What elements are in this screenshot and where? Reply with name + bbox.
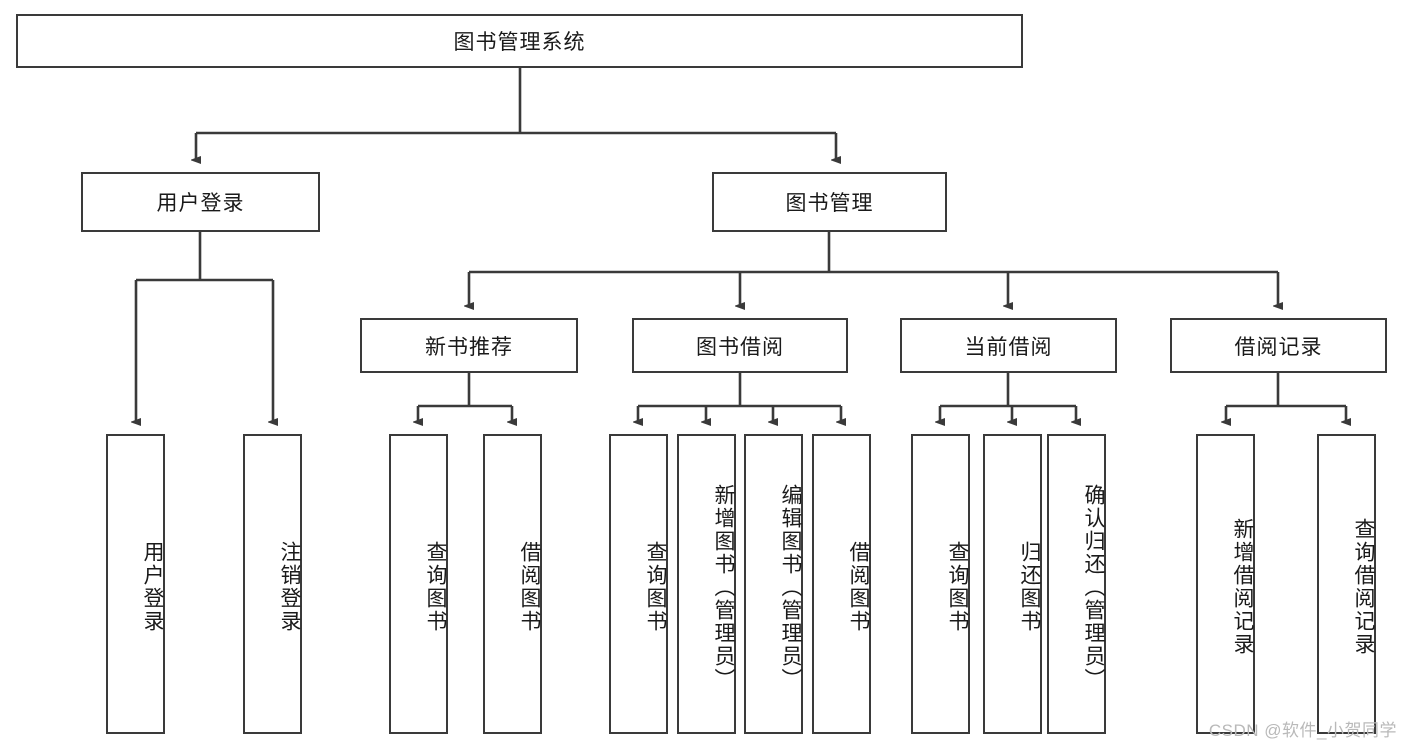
node-add-book-admin-label: 新增图书（管理员）: [712, 483, 735, 691]
node-current-borrow[interactable]: 当前借阅: [900, 318, 1117, 373]
node-borrow-book-2[interactable]: 借阅图书: [812, 434, 871, 734]
node-new-book-recommend-label: 新书推荐: [425, 335, 513, 359]
node-query-book-1-label: 查询图书: [424, 541, 447, 633]
node-add-borrow-record-label: 新增借阅记录: [1231, 518, 1254, 656]
node-query-book-2[interactable]: 查询图书: [609, 434, 668, 734]
node-book-management-label: 图书管理: [785, 192, 874, 215]
node-confirm-return-admin[interactable]: 确认归还（管理员）: [1047, 434, 1106, 734]
node-user-logout[interactable]: 注销登录: [243, 434, 302, 734]
node-user-login-do-label: 用户登录: [141, 541, 164, 633]
node-add-book-admin[interactable]: 新增图书（管理员）: [677, 434, 736, 734]
node-current-borrow-label: 当前借阅: [964, 335, 1053, 359]
node-root[interactable]: 图书管理系统: [16, 14, 1023, 68]
node-query-book-2-label: 查询图书: [644, 541, 667, 633]
node-user-login[interactable]: 用户登录: [81, 172, 320, 232]
node-user-login-do[interactable]: 用户登录: [106, 434, 165, 734]
node-query-book-1[interactable]: 查询图书: [389, 434, 448, 734]
watermark-text: CSDN @软件_小贺同学: [1208, 721, 1397, 740]
node-borrow-record-label: 借阅记录: [1234, 335, 1323, 359]
node-new-book-recommend[interactable]: 新书推荐: [360, 318, 578, 373]
node-book-borrow-label: 图书借阅: [696, 335, 784, 359]
node-book-borrow[interactable]: 图书借阅: [632, 318, 848, 373]
node-edit-book-admin[interactable]: 编辑图书（管理员）: [744, 434, 803, 734]
node-user-login-label: 用户登录: [156, 192, 245, 215]
node-borrow-book-1-label: 借阅图书: [518, 541, 541, 633]
node-add-borrow-record[interactable]: 新增借阅记录: [1196, 434, 1255, 734]
node-return-book[interactable]: 归还图书: [983, 434, 1042, 734]
node-query-borrow-record[interactable]: 查询借阅记录: [1317, 434, 1376, 734]
node-borrow-record[interactable]: 借阅记录: [1170, 318, 1387, 373]
node-root-label: 图书管理系统: [453, 31, 586, 54]
node-query-book-3[interactable]: 查询图书: [911, 434, 970, 734]
node-query-book-3-label: 查询图书: [946, 541, 969, 633]
node-confirm-return-admin-label: 确认归还（管理员）: [1082, 483, 1105, 691]
node-edit-book-admin-label: 编辑图书（管理员）: [779, 483, 802, 691]
node-return-book-label: 归还图书: [1018, 541, 1041, 633]
node-book-management[interactable]: 图书管理: [712, 172, 947, 232]
node-user-logout-label: 注销登录: [278, 541, 301, 633]
node-query-borrow-record-label: 查询借阅记录: [1352, 518, 1375, 656]
node-borrow-book-1[interactable]: 借阅图书: [483, 434, 542, 734]
node-borrow-book-2-label: 借阅图书: [847, 541, 870, 633]
